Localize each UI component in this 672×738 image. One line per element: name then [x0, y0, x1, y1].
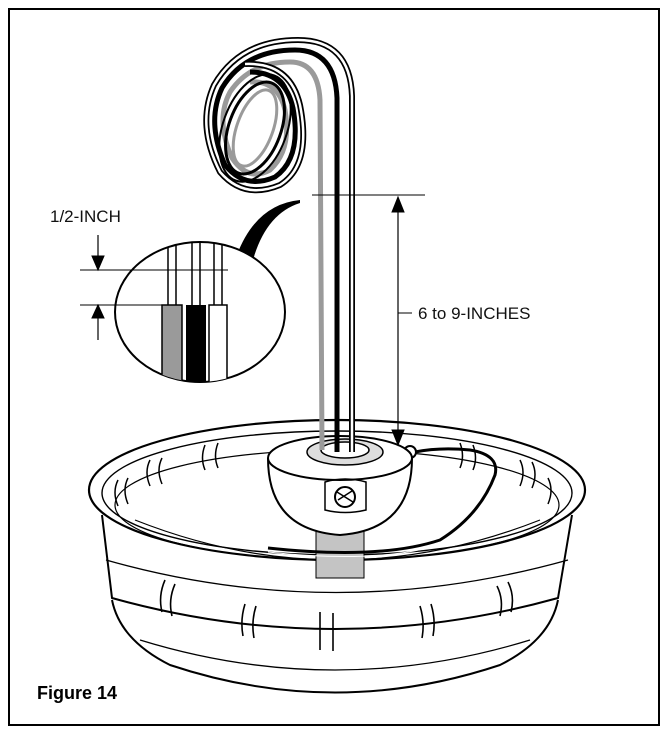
- six-to-nine-inch-label: 6 to 9-INCHES: [418, 304, 530, 323]
- mounting-pipe: [315, 529, 365, 579]
- canopy-cap: [267, 435, 413, 537]
- figure-caption: Figure 14: [37, 683, 118, 703]
- fixture-wires: [203, 36, 355, 452]
- half-inch-label: 1/2-INCH: [50, 207, 121, 226]
- half-inch-dimension: [80, 235, 228, 340]
- wire-strip-magnifier: [114, 200, 300, 383]
- six-to-nine-inch-dimension: [312, 194, 425, 447]
